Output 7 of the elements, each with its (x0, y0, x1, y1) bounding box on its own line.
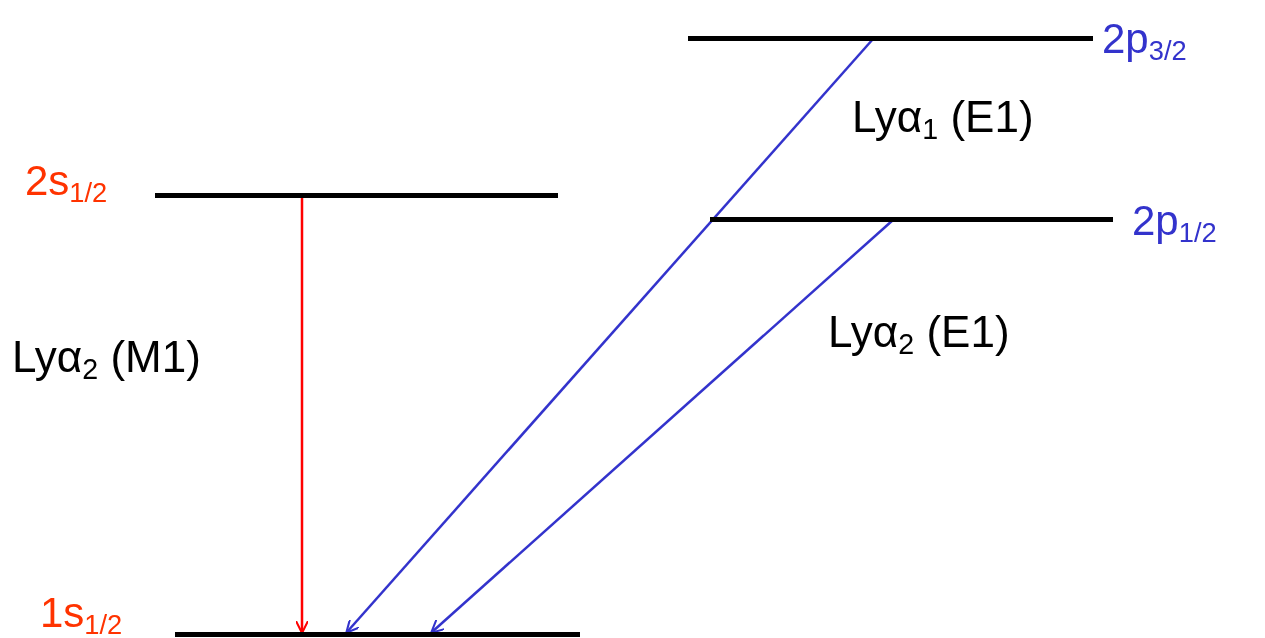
transition-arrow (294, 196, 310, 635)
level-label: 2p$_{3/2}$ (1102, 18, 1187, 65)
transition-arrow (430, 219, 894, 634)
level-label: 1s$_{1/2}$ (40, 592, 123, 638)
level-label: 2p$_{1/2}$ (1132, 200, 1217, 247)
level-label: 2s$_{1/2}$ (25, 160, 108, 207)
transition-arrow (345, 38, 874, 634)
